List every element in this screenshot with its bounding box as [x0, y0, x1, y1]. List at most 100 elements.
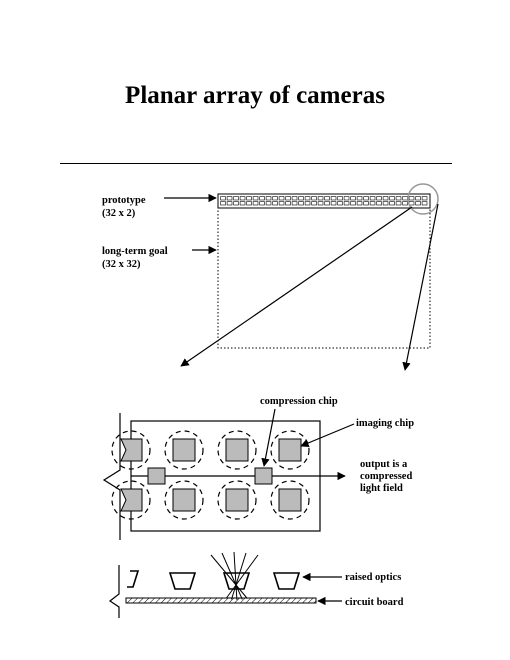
camera-cell	[408, 196, 415, 201]
camera-cell	[265, 201, 272, 206]
camera-cell	[350, 201, 356, 206]
raised-optic	[222, 572, 251, 590]
camera-cell	[233, 196, 239, 201]
lens-footprint	[270, 430, 310, 470]
camera-cell	[259, 196, 265, 201]
camera-cell	[246, 201, 252, 206]
lens-footprint	[217, 480, 257, 520]
camera-cell	[337, 196, 343, 201]
lens-footprint	[217, 430, 257, 470]
camera-unit	[217, 430, 257, 470]
output-label-line3: light field	[360, 483, 403, 494]
camera-cell	[389, 196, 395, 201]
output-label-line2: compressed	[360, 471, 412, 482]
camera-cell	[337, 201, 343, 206]
light-ray	[225, 554, 259, 599]
camera-cell	[376, 201, 382, 206]
long-term-dims-label: (32 x 32)	[102, 259, 141, 270]
camera-cell	[317, 196, 324, 201]
camera-cell	[304, 196, 311, 201]
camera-cell	[363, 201, 369, 206]
camera-cell	[285, 201, 291, 206]
camera-cell	[369, 196, 376, 201]
circuit-board	[125, 597, 317, 604]
light-ray	[210, 554, 248, 599]
camera-unit	[164, 430, 204, 470]
camera-cell	[304, 201, 311, 206]
camera-unit	[164, 480, 204, 520]
zoom-highlight-circle	[407, 183, 439, 215]
camera-cell	[421, 201, 428, 206]
camera-cell	[343, 196, 350, 201]
camera-cell	[265, 196, 272, 201]
imaging-chip	[172, 488, 196, 512]
camera-cell	[259, 201, 265, 206]
camera-cell	[395, 201, 402, 206]
camera-cell	[350, 196, 356, 201]
camera-cell	[272, 201, 278, 206]
camera-cell	[343, 201, 350, 206]
zoom-arrow-right	[402, 203, 439, 371]
camera-cell	[421, 196, 428, 201]
imaging-chip	[172, 438, 196, 462]
camera-cell	[291, 196, 298, 201]
light-ray	[233, 551, 238, 600]
light-ray	[231, 552, 247, 600]
imaging-chip	[278, 438, 302, 462]
output-label-line1: output is a	[360, 459, 408, 470]
prototype-dims-label: (32 x 2)	[102, 208, 136, 219]
imaging-chip-arrow	[300, 423, 355, 447]
camera-cell	[324, 201, 330, 206]
raised-optic	[272, 572, 301, 590]
circuit-board-label: circuit board	[345, 597, 404, 608]
camera-cell	[298, 201, 304, 206]
camera-cell	[330, 201, 337, 206]
prototype-array-strip	[217, 193, 431, 209]
imaging-chip	[225, 438, 249, 462]
camera-cell	[382, 196, 389, 201]
camera-unit	[270, 430, 310, 470]
side-break-mark	[108, 565, 120, 618]
board-closeup: compression chip imaging chip output is …	[102, 396, 414, 540]
compression-chip-label: compression chip	[260, 396, 338, 407]
raised-optic-partial	[127, 570, 140, 588]
camera-cell	[369, 201, 376, 206]
zoom-arrow-left	[180, 206, 413, 367]
lens-footprint	[164, 430, 204, 470]
camera-cell	[239, 201, 246, 206]
camera-cell	[317, 201, 324, 206]
imaging-chip	[278, 488, 302, 512]
array-overview: prototype (32 x 2) long-term goal (32 x …	[102, 183, 439, 371]
imaging-chip-label: imaging chip	[356, 418, 414, 429]
prototype-label: prototype	[102, 195, 146, 206]
camera-cell	[363, 196, 369, 201]
camera-cell	[395, 196, 402, 201]
compression-chip	[147, 467, 166, 485]
lens-footprint	[164, 480, 204, 520]
camera-cell	[226, 196, 233, 201]
prototype-camera-cells	[220, 196, 428, 206]
camera-unit	[111, 430, 151, 470]
long-term-goal-label: long-term goal	[102, 246, 168, 257]
light-ray	[221, 552, 243, 600]
camera-cell	[415, 196, 421, 201]
lens-footprint	[111, 480, 151, 520]
camera-cell	[252, 201, 259, 206]
raised-optic	[168, 572, 197, 590]
slide-title: Planar array of cameras	[125, 82, 385, 109]
camera-unit	[111, 480, 151, 520]
camera-cell	[226, 201, 233, 206]
camera-cell	[376, 196, 382, 201]
camera-cell	[220, 196, 226, 201]
camera-cell	[278, 201, 285, 206]
camera-cell	[324, 196, 330, 201]
camera-cell	[311, 196, 317, 201]
imaging-chip	[120, 438, 143, 462]
title-rule	[60, 163, 452, 164]
raised-optics-label: raised optics	[345, 572, 401, 583]
camera-cell	[330, 196, 337, 201]
camera-unit	[270, 480, 310, 520]
camera-cell	[246, 196, 252, 201]
light-rays	[210, 551, 259, 600]
